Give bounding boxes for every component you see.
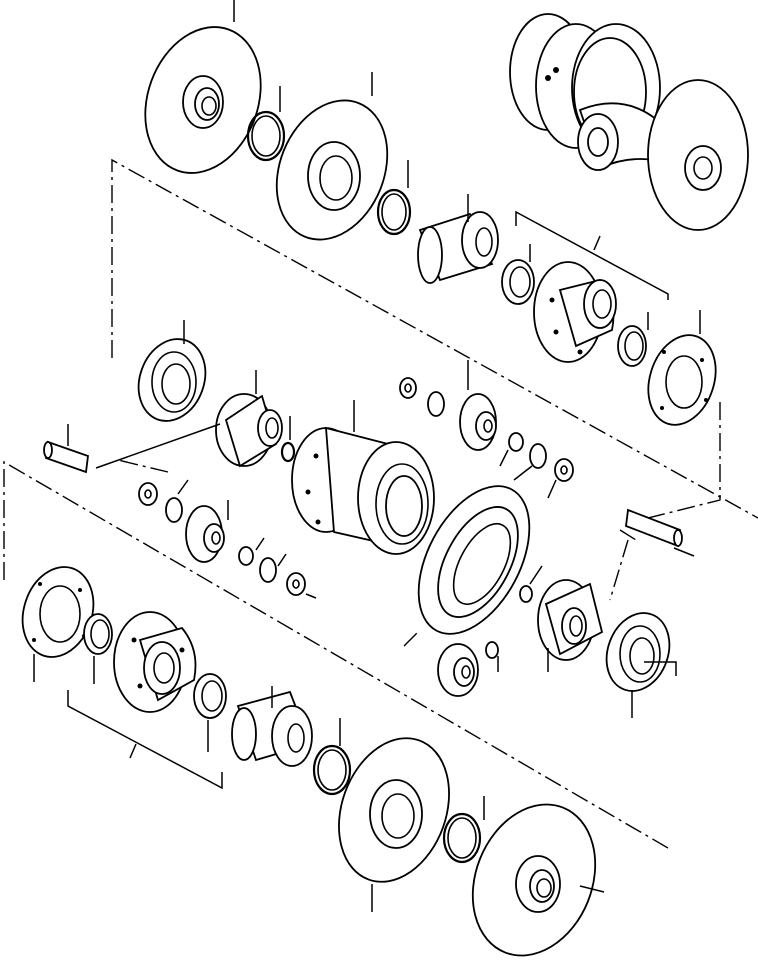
- thrust-washer-lower-1: [138, 482, 158, 506]
- brake-disc-top-left: [144, 0, 262, 174]
- pinion-shaft-right: [625, 508, 695, 557]
- carrier-housing-bottom: [67, 611, 223, 790]
- brake-disc-bottom-right: [471, 803, 605, 957]
- thrust-washer-ring: [519, 565, 543, 603]
- assembly-centerlines: [3, 158, 758, 849]
- carrier-housing-top: [515, 210, 669, 363]
- bearing-left: [137, 320, 207, 422]
- differential-housing: [291, 400, 435, 555]
- snap-ring-bottom-2: [442, 796, 485, 864]
- differential-assembly-inset: [509, 13, 749, 231]
- differential-case-half-right: [537, 579, 604, 672]
- ring-gear: [417, 485, 531, 635]
- snap-ring-bottom-1: [312, 718, 352, 796]
- thrust-washer-lower-2: [238, 537, 265, 566]
- bearing-cup-bottom: [193, 673, 227, 752]
- snap-ring-top-2: [376, 160, 412, 236]
- side-gear-lower: [185, 500, 229, 563]
- pinion-shaft-left: [43, 423, 221, 474]
- bearing-cone-bottom: [83, 613, 113, 684]
- differential-case-half-left: [215, 370, 296, 468]
- roller-bearing-lower-1: [165, 479, 189, 523]
- shim-gasket-top: [647, 310, 717, 426]
- thrust-washer-upper-1: [399, 377, 417, 399]
- snap-ring-top-1: [246, 86, 286, 162]
- pinion-gear: [437, 641, 499, 697]
- bearing-right: [605, 612, 677, 718]
- thrust-washer-upper-3: [547, 458, 574, 499]
- separator-plate-bottom: [338, 737, 450, 912]
- roller-bearing-upper-2: [513, 443, 547, 481]
- shaft-top: [417, 194, 499, 284]
- thrust-washer-upper-2: [499, 432, 524, 467]
- roller-bearing-lower-2: [259, 553, 287, 583]
- separator-plate-top: [275, 72, 389, 241]
- bearing-cup-top: [501, 244, 535, 305]
- roller-bearing-upper-1: [427, 391, 445, 417]
- shim-gasket-bottom: [21, 566, 95, 682]
- bearing-cone-top: [617, 312, 649, 367]
- side-gear-upper: [459, 360, 497, 451]
- thrust-washer-lower-3: [286, 572, 317, 599]
- shaft-bottom: [231, 686, 313, 767]
